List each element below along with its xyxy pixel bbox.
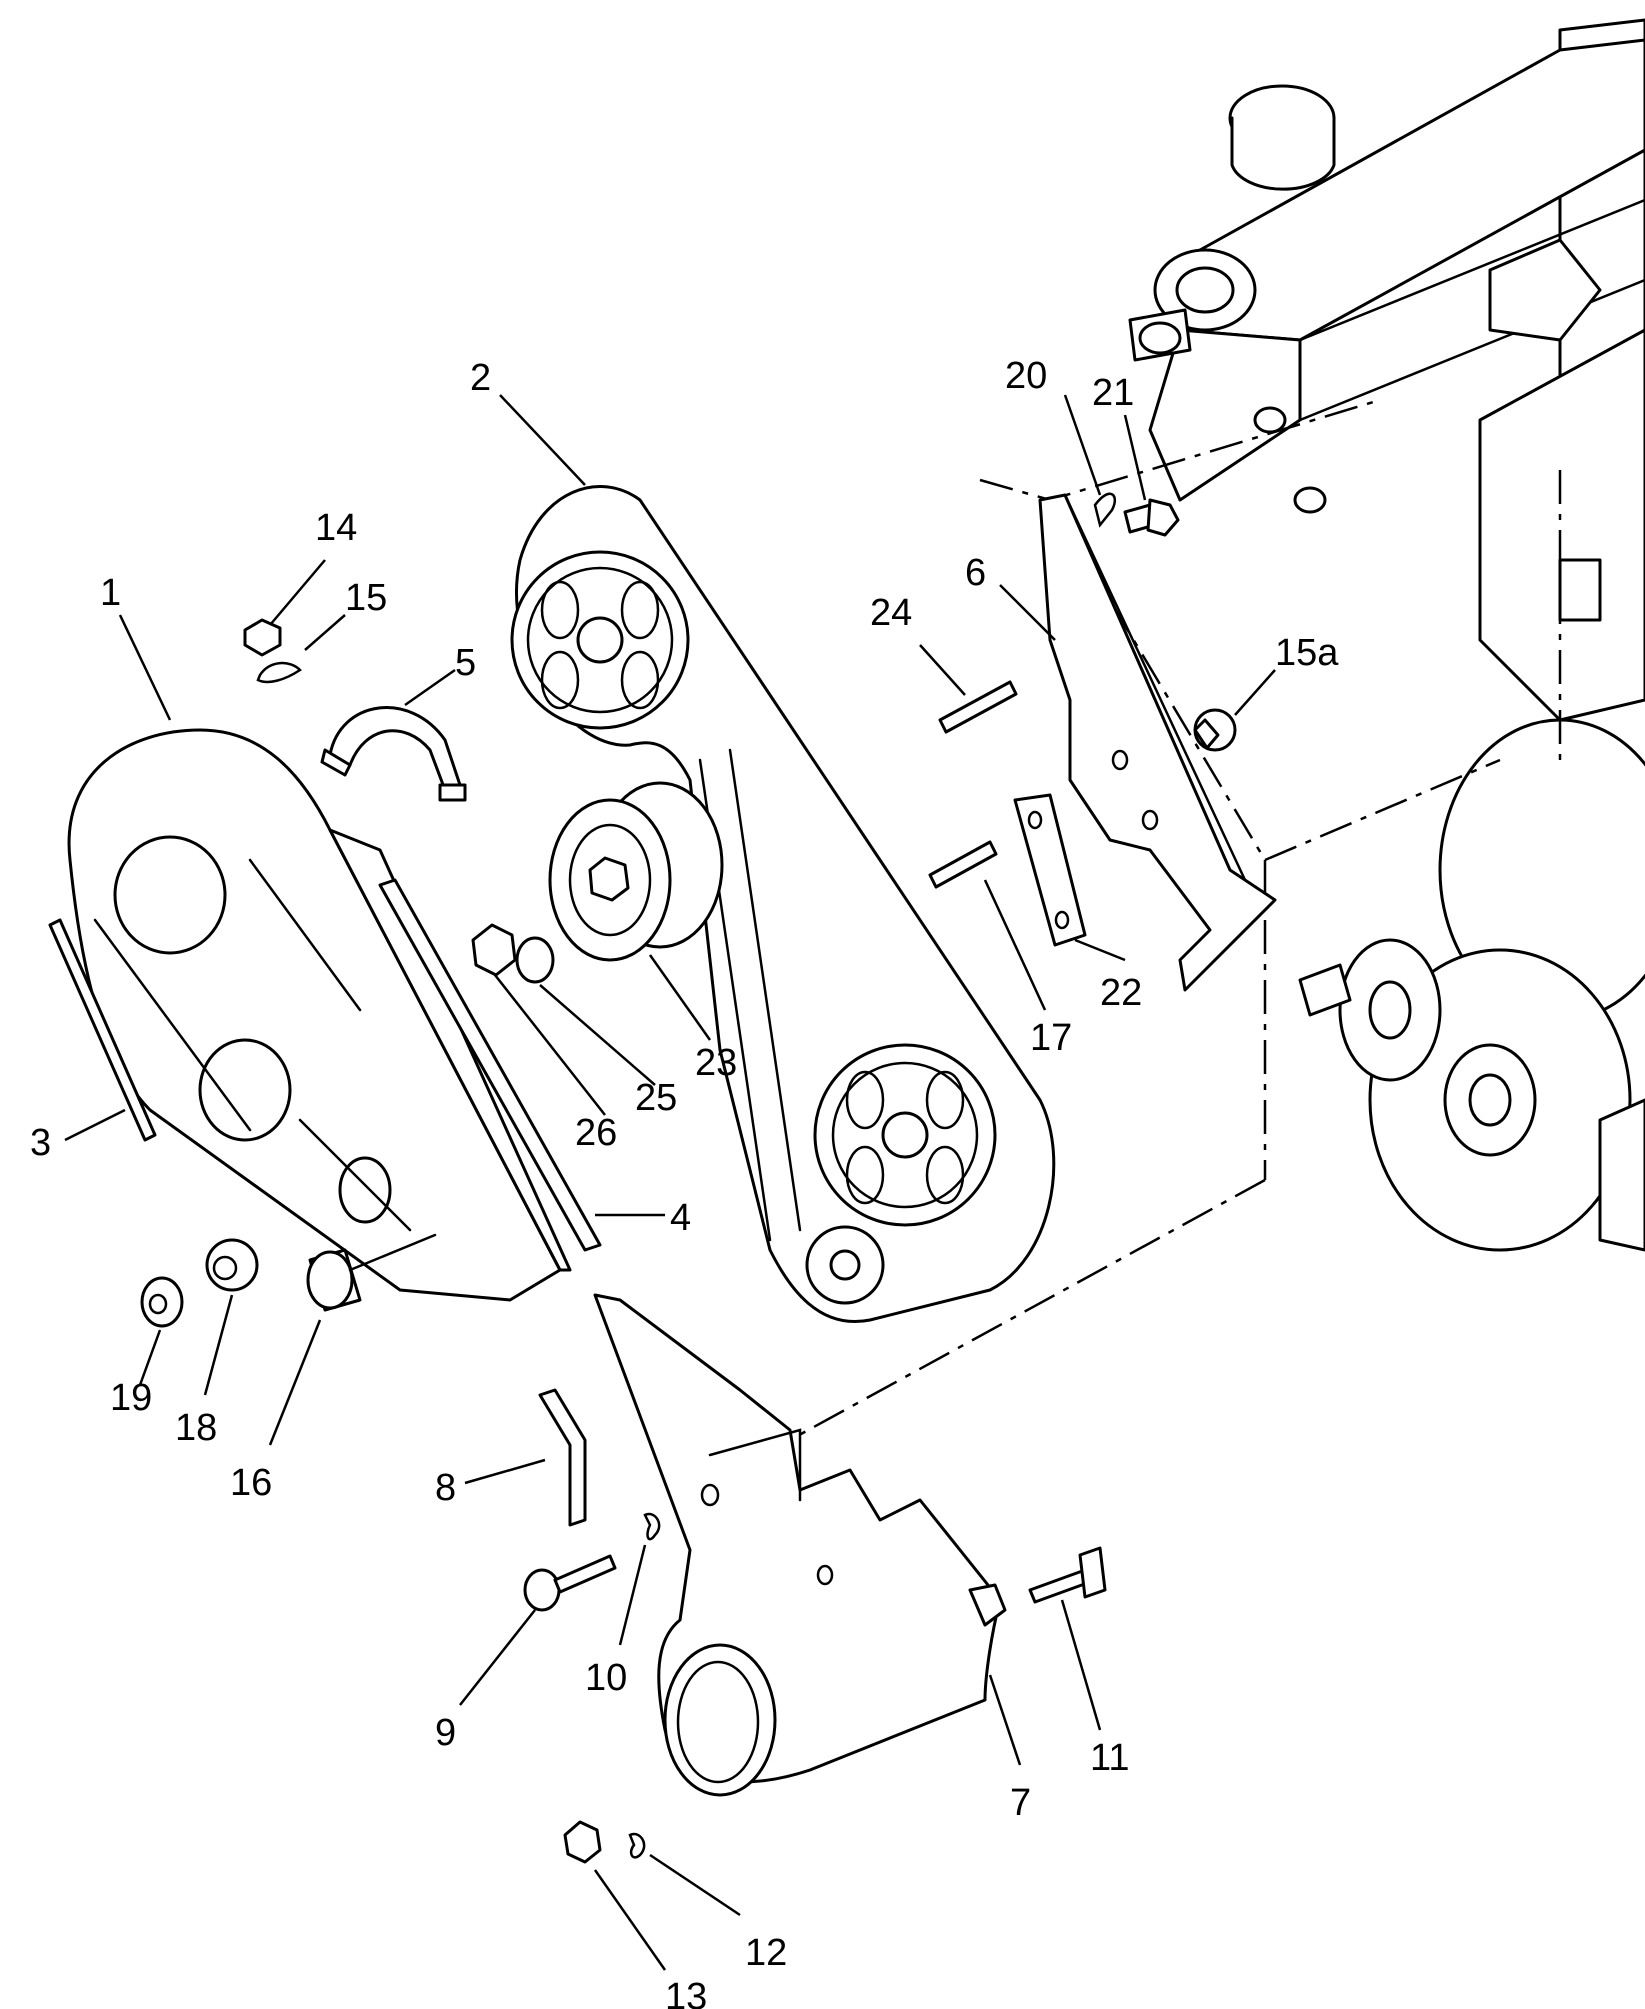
- part-21-bolt: [1123, 498, 1180, 537]
- part-18-grommet: [205, 1238, 259, 1292]
- part-2-timing-belt: [510, 485, 1056, 1323]
- callout-19: 19: [110, 1377, 152, 1419]
- part-16-fastener: [306, 1233, 437, 1312]
- callout-23: 23: [695, 1042, 737, 1084]
- callout-16: 16: [230, 1462, 272, 1504]
- callout-10: 10: [585, 1657, 627, 1699]
- callout-22: 22: [1100, 972, 1142, 1014]
- part-10-clip: [643, 1512, 661, 1541]
- part-11-bolt: [1028, 1546, 1107, 1604]
- callout-15: 15: [345, 577, 387, 619]
- part-7-timing-cover-lower: [593, 1293, 1007, 1797]
- part-6-rear-cover-plate: [1038, 493, 1277, 992]
- callout-3: 3: [30, 1122, 51, 1164]
- part-14-nut: [243, 618, 282, 657]
- callout-24: 24: [870, 592, 912, 634]
- callout-5: 5: [455, 642, 476, 684]
- callout-11: 11: [1090, 1737, 1129, 1779]
- part-15a-bolt: [1193, 708, 1237, 752]
- callout-7: 7: [1010, 1782, 1031, 1824]
- callout-6: 6: [965, 552, 986, 594]
- callout-20: 20: [1005, 355, 1047, 397]
- part-12-clip: [628, 1832, 646, 1859]
- callout-15a: 15a: [1275, 632, 1339, 674]
- part-3-seal-strip: [48, 918, 157, 1142]
- callout-4: 4: [670, 1197, 691, 1239]
- callout-1: 1: [100, 572, 121, 614]
- callout-9: 9: [435, 1712, 456, 1754]
- callout-13: 13: [665, 1976, 707, 2009]
- callout-26: 26: [575, 1112, 617, 1154]
- part-26-nut: [471, 923, 517, 977]
- callout-labels: 1 2 3 4 5 6 7 8 9 10 11 12 13 14 15 15a …: [30, 355, 1339, 2009]
- part-15-clip: [256, 661, 302, 684]
- part-4-seal-strip: [378, 878, 602, 1252]
- part-5-clamp: [320, 706, 467, 802]
- callout-25: 25: [635, 1077, 677, 1119]
- part-13-nut: [563, 1820, 602, 1864]
- callout-12: 12: [745, 1932, 787, 1974]
- callout-8: 8: [435, 1467, 456, 1509]
- part-1-timing-cover-upper: [67, 728, 572, 1302]
- callout-21: 21: [1092, 372, 1134, 414]
- callout-18: 18: [175, 1407, 217, 1449]
- callout-17: 17: [1030, 1017, 1072, 1059]
- callout-2: 2: [470, 357, 491, 399]
- part-8-seal-strip: [538, 1388, 587, 1527]
- part-9-bolt: [523, 1554, 617, 1612]
- part-20-clip: [1093, 492, 1117, 528]
- part-24-stud: [938, 680, 1018, 734]
- leader-lines: [64, 394, 1276, 1971]
- engine-block: [1128, 18, 1645, 1252]
- part-25-washer: [515, 936, 555, 984]
- part-23-tensioner-pulley: [548, 781, 724, 962]
- part-17-stud: [928, 840, 998, 889]
- part-19-grommet: [140, 1276, 184, 1328]
- callout-14: 14: [315, 507, 357, 549]
- part-22-bracket-plate: [1013, 793, 1087, 947]
